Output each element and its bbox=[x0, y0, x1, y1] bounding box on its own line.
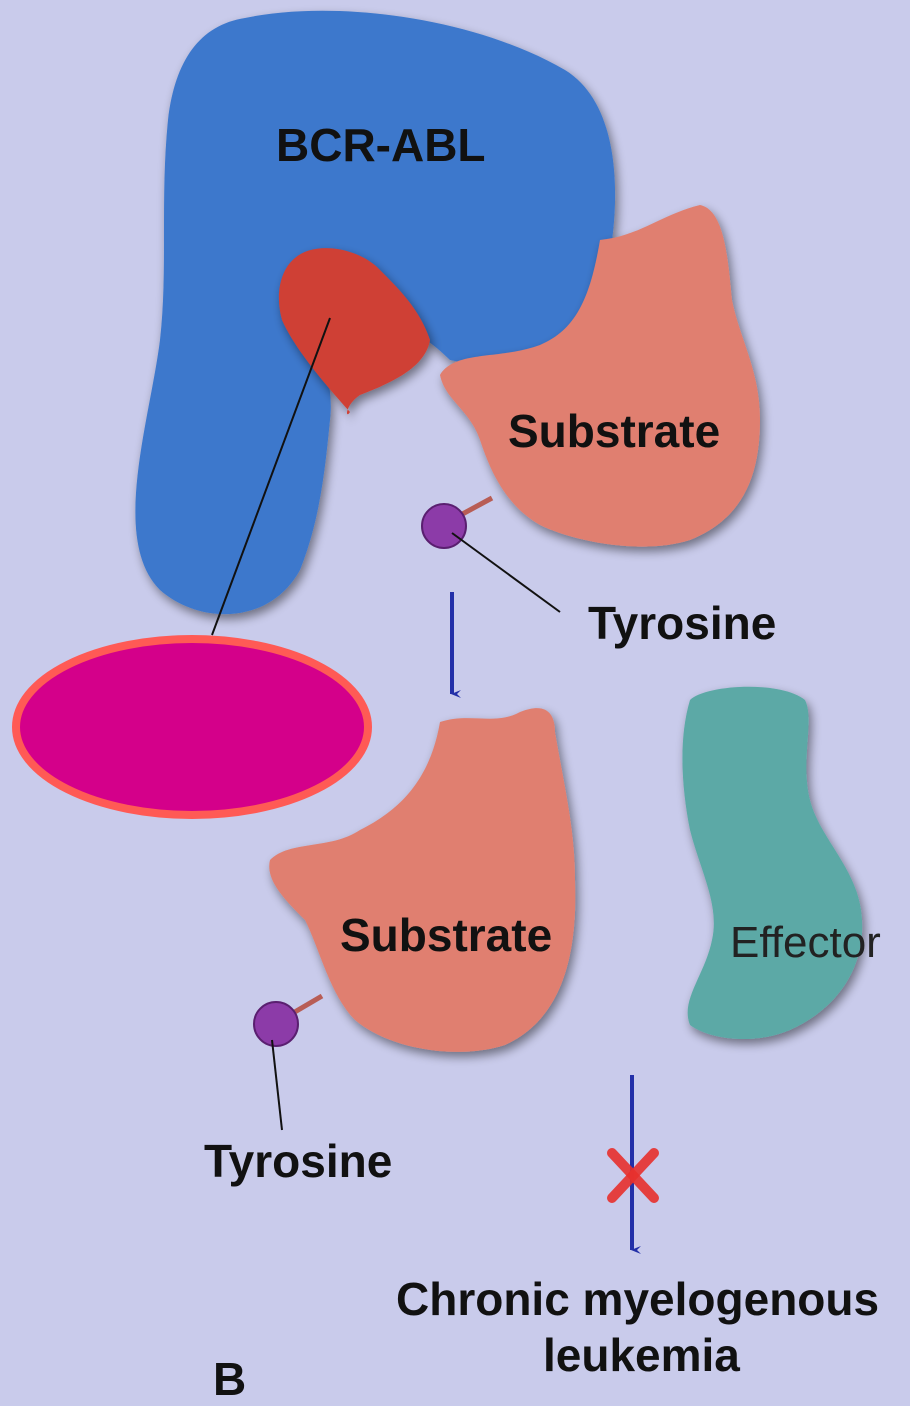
substrate-bound-label: Substrate bbox=[508, 404, 720, 458]
outcome-label-line-2: leukemia bbox=[543, 1328, 740, 1382]
outcome-label-line-1: Chronic myelogenous bbox=[396, 1272, 879, 1326]
effector-shape bbox=[682, 687, 862, 1039]
tyrosine-bound-label: Tyrosine bbox=[588, 596, 776, 650]
tyrosine-free-label: Tyrosine bbox=[204, 1134, 392, 1188]
substrate-free-label: Substrate bbox=[340, 908, 552, 962]
panel-letter: B bbox=[213, 1352, 246, 1406]
tyrosine-free-leader bbox=[272, 1040, 282, 1130]
bcr-abl-label: BCR-ABL bbox=[276, 118, 486, 172]
tyrosine-bound-leader bbox=[452, 533, 560, 612]
masked-label-ellipse bbox=[16, 639, 368, 815]
tyrosine-free-ball bbox=[254, 1002, 298, 1046]
effector-label: Effector bbox=[730, 918, 881, 968]
tyrosine-bound-ball bbox=[422, 504, 466, 548]
